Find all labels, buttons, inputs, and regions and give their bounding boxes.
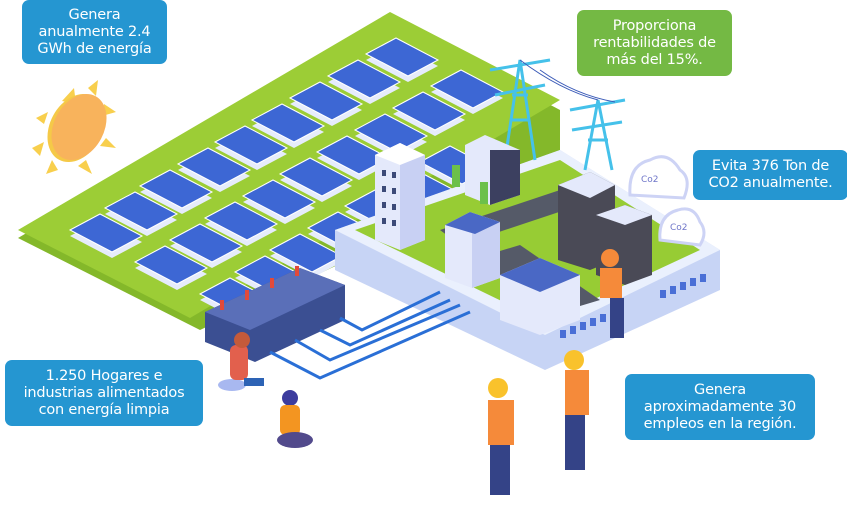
solar-panel xyxy=(138,169,214,209)
energy-generation-label: Genera anualmente 2.4 GWh de energía xyxy=(22,0,167,64)
returns-label: Proporciona rentabilidades de más del 15… xyxy=(577,10,732,76)
solar-panels xyxy=(68,37,505,322)
solar-panel xyxy=(326,59,402,99)
homes-powered-text: 1.250 Hogares e industrias alimentados c… xyxy=(23,367,185,418)
energy-generation-text: Genera anualmente 2.4 GWh de energía xyxy=(37,6,152,57)
buildings xyxy=(375,135,652,335)
solar-panel xyxy=(278,157,354,197)
sun-icon xyxy=(32,80,116,174)
solar-panel xyxy=(168,223,244,263)
energy-cables xyxy=(269,290,471,380)
solar-panel xyxy=(250,103,326,143)
jobs-created-label: Genera aproximadamente 30 empleos en la … xyxy=(625,374,815,440)
solar-panel xyxy=(176,147,252,187)
co2-savings-text: Evita 376 Ton de CO2 anualmente. xyxy=(708,158,833,191)
solar-panel xyxy=(103,191,179,231)
solar-panel xyxy=(213,125,289,165)
solar-panel xyxy=(68,213,144,253)
jobs-created-text: Genera aproximadamente 30 empleos en la … xyxy=(643,381,797,432)
co2-cloud-text-2: Co2 xyxy=(670,223,688,233)
homes-powered-label: 1.250 Hogares e industrias alimentados c… xyxy=(5,360,203,426)
co2-cloud-text-1: Co2 xyxy=(641,175,659,185)
solar-panel xyxy=(391,91,467,131)
power-tower-icon xyxy=(489,58,626,171)
people xyxy=(218,249,624,495)
returns-text: Proporciona rentabilidades de más del 15… xyxy=(593,17,716,68)
solar-panel xyxy=(288,81,364,121)
co2-cloud-icon: Co2 Co2 xyxy=(628,155,706,247)
solar-panel xyxy=(364,37,440,77)
solar-panel xyxy=(241,179,317,219)
co2-savings-label: Evita 376 Ton de CO2 anualmente. xyxy=(693,150,847,200)
solar-panel xyxy=(203,201,279,241)
solar-panel xyxy=(133,245,209,285)
solar-panel xyxy=(353,113,429,153)
